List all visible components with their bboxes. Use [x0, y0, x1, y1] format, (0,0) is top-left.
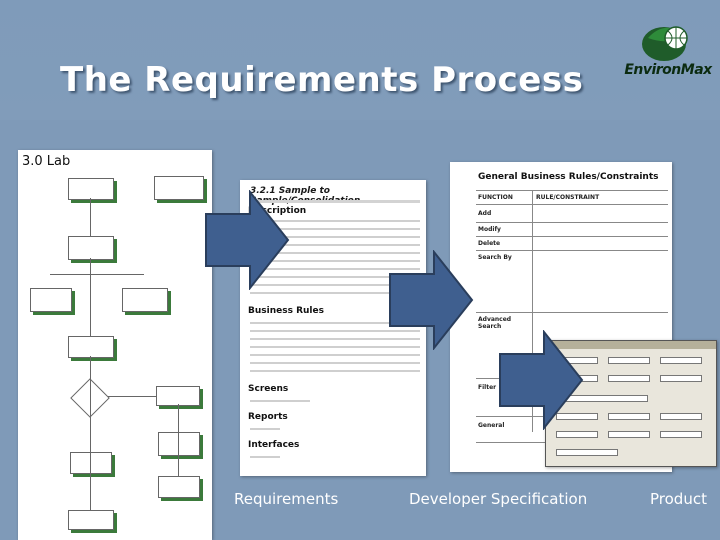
table-rule — [476, 204, 668, 205]
table-row-label: Delete — [478, 240, 501, 247]
developer-spec-document: 3.2.1 Sample to Sample/Consolidation Des… — [240, 180, 426, 476]
flowchart-box — [158, 432, 200, 456]
form-field — [608, 413, 650, 420]
text-line — [250, 284, 420, 286]
table-row-label: Modify — [478, 226, 501, 233]
text-line — [250, 428, 280, 430]
table-rule — [476, 312, 668, 313]
table-row-label: General — [478, 422, 505, 429]
text-line — [250, 456, 280, 458]
connector-line — [50, 274, 144, 275]
column-header: FUNCTION — [478, 194, 513, 201]
product-screenshot — [545, 340, 717, 467]
form-field — [556, 431, 598, 438]
column-header: RULE/CONSTRAINT — [536, 194, 600, 201]
rules-title: General Business Rules/Constraints — [478, 172, 659, 182]
text-line — [250, 346, 420, 348]
flowchart-box — [68, 336, 114, 358]
table-row-label: Add — [478, 210, 492, 217]
text-line — [250, 338, 420, 340]
window-titlebar — [546, 341, 716, 349]
text-line — [250, 252, 420, 254]
right-arrow-icon — [205, 190, 290, 290]
flowchart-box — [158, 476, 200, 498]
form-field — [556, 413, 598, 420]
form-field — [660, 431, 702, 438]
form-field — [660, 413, 702, 420]
connector-line — [178, 404, 179, 476]
environmax-logo: EnvironMax — [618, 16, 718, 96]
flowchart-box — [68, 510, 114, 530]
table-row-label: Search By — [478, 254, 512, 261]
form-field — [608, 357, 650, 364]
page-title: The Requirements Process — [60, 60, 584, 100]
table-row-label: Filter — [478, 384, 497, 391]
form-field — [660, 375, 702, 382]
text-line — [250, 400, 310, 402]
connector-line — [108, 396, 156, 397]
spec-section-label: Description — [248, 206, 307, 216]
spec-section-label: Business Rules — [248, 306, 324, 316]
form-field — [660, 357, 702, 364]
caption-requirements: Requirements — [234, 490, 339, 508]
caption-developer-specification: Developer Specification — [409, 490, 588, 508]
spec-section-label: Screens — [248, 384, 289, 394]
form-field — [556, 449, 618, 456]
flowchart-box — [122, 288, 168, 312]
logo-text: EnvironMax — [624, 62, 712, 78]
text-line — [250, 220, 420, 222]
table-rule — [476, 222, 668, 223]
connector-line — [90, 198, 91, 236]
table-rule — [476, 236, 668, 237]
text-line — [250, 260, 420, 262]
text-line — [250, 354, 420, 356]
text-line — [250, 236, 420, 238]
table-column-divider — [532, 190, 533, 432]
flowchart-box — [30, 288, 72, 312]
globe-leaf-icon — [642, 26, 688, 61]
flowchart-box — [68, 178, 114, 200]
text-line — [250, 362, 420, 364]
flowchart-title: 3.0 Lab — [22, 154, 71, 169]
right-arrow-icon — [389, 250, 474, 350]
text-line — [250, 268, 420, 270]
flowchart-box — [156, 386, 200, 406]
form-field — [608, 375, 650, 382]
spec-section-label: Interfaces — [248, 440, 300, 450]
table-row-label: Advanced Search — [478, 316, 512, 330]
table-rule — [476, 250, 668, 251]
text-line — [250, 276, 420, 278]
spec-section-label: Reports — [248, 412, 288, 422]
flowchart-box — [68, 236, 114, 260]
table-rule — [476, 190, 668, 191]
connector-line — [90, 356, 91, 510]
heading-rule — [250, 200, 420, 203]
form-field — [608, 431, 650, 438]
caption-product: Product — [650, 490, 707, 508]
text-line — [250, 244, 420, 246]
right-arrow-icon — [499, 330, 584, 430]
text-line — [250, 228, 420, 230]
text-line — [250, 322, 420, 324]
flowchart-box — [70, 452, 112, 474]
header-band — [0, 0, 720, 120]
connector-line — [90, 258, 91, 336]
flowchart-box — [154, 176, 204, 200]
text-line — [250, 370, 420, 372]
requirements-flowchart-document: 3.0 Lab — [18, 150, 212, 540]
text-line — [250, 292, 420, 294]
text-line — [250, 330, 420, 332]
